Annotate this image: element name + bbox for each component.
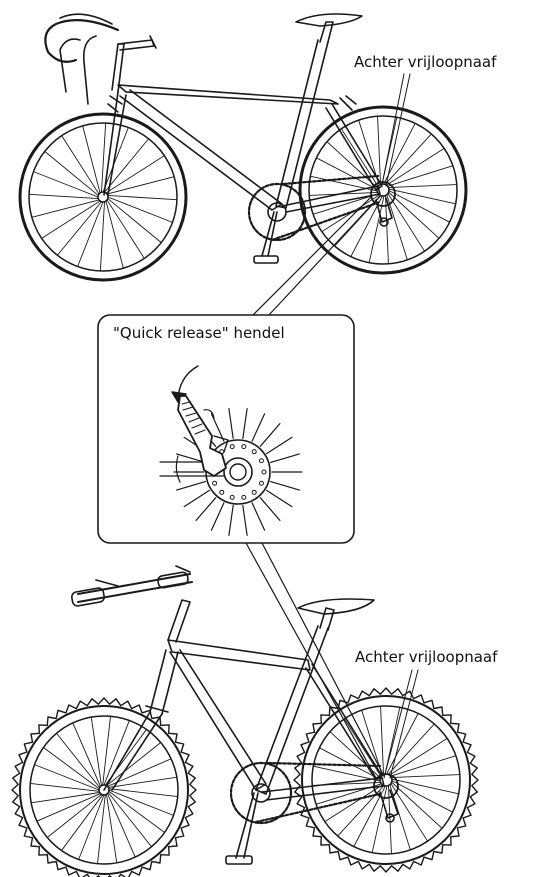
spoke: [43, 747, 99, 788]
spoke: [57, 202, 101, 256]
spoke: [108, 794, 136, 858]
road-rear-hub-label: Achter vrijloopnaaf: [354, 53, 497, 71]
spoke: [97, 795, 105, 864]
spoke: [388, 185, 456, 188]
spoke: [37, 794, 101, 822]
spoke: [103, 127, 128, 192]
spoke: [79, 795, 104, 860]
road-rear-wheel: [300, 107, 466, 273]
mtb-rear-wheel: [294, 688, 478, 872]
spoke: [108, 197, 173, 222]
mtb-front-wheel: [12, 698, 196, 877]
spoke: [47, 794, 101, 837]
spoke: [45, 151, 99, 195]
spoke: [388, 785, 391, 853]
spoke: [381, 706, 384, 774]
mtb-frame: [71, 566, 418, 864]
spoke: [378, 116, 381, 184]
spoke: [344, 719, 381, 777]
spoke: [108, 793, 151, 847]
spoke: [78, 202, 103, 267]
spoke: [34, 765, 99, 790]
spoke: [387, 148, 445, 185]
spoke: [388, 724, 434, 774]
spoke: [107, 742, 161, 785]
spoke: [100, 202, 104, 271]
spoke: [389, 192, 439, 238]
quick-release-lever-label: "Quick release" hendel: [113, 324, 285, 342]
spoke: [103, 716, 111, 785]
spoke: [108, 199, 162, 243]
mountain-bike: [12, 566, 478, 877]
spoke: [109, 790, 174, 815]
spoke: [391, 775, 459, 778]
spoke: [391, 756, 456, 777]
spoke: [107, 794, 117, 863]
spoke: [109, 789, 178, 797]
spoke: [91, 717, 101, 786]
mtb-rear-hub-label: Achter vrijloopnaaf: [355, 648, 498, 666]
spoke: [29, 194, 98, 198]
spoke: [390, 785, 411, 850]
spoke: [61, 795, 102, 851]
spoke: [388, 194, 425, 252]
road-frame: [45, 14, 410, 263]
spoke: [390, 738, 448, 775]
spoke: [109, 791, 165, 832]
spoke: [30, 783, 99, 791]
quick-release-callout: [98, 315, 354, 543]
spoke: [56, 733, 99, 787]
spoke: [73, 723, 101, 787]
spoke: [392, 782, 442, 828]
spoke: [388, 166, 453, 187]
spoke: [33, 172, 98, 197]
spoke: [31, 793, 100, 803]
road-front-wheel: [20, 114, 186, 280]
spoke: [108, 195, 177, 199]
